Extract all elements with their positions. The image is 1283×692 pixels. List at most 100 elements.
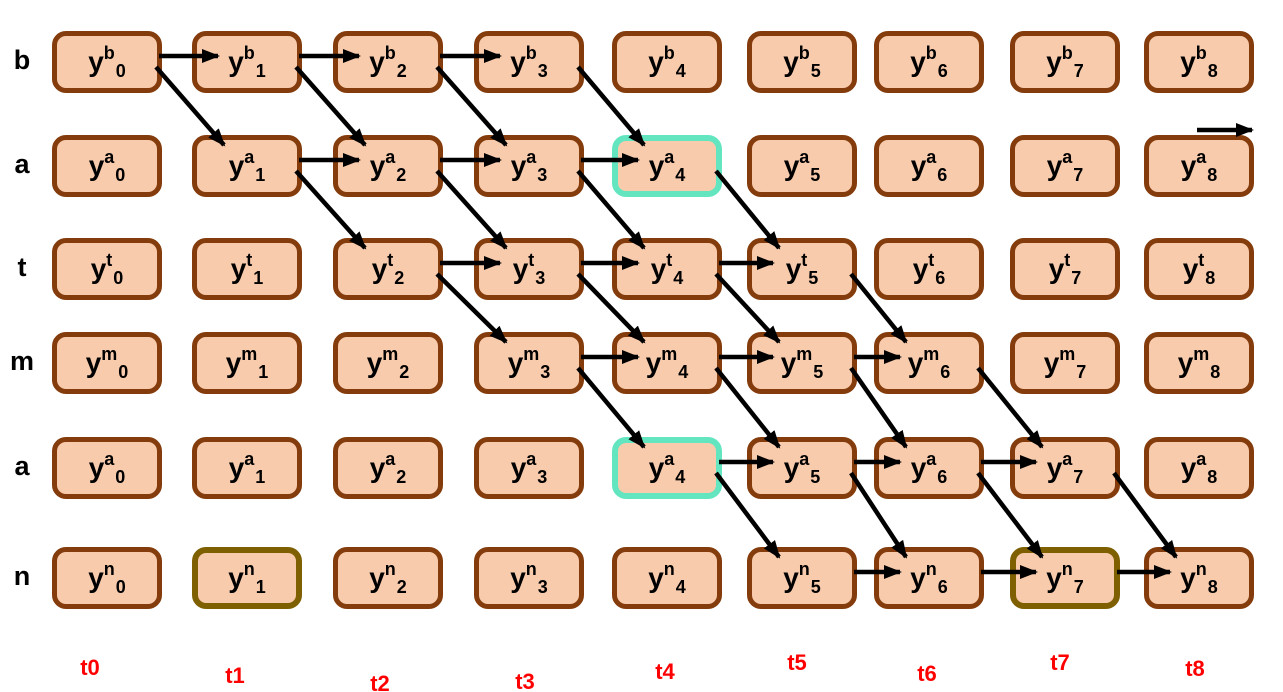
node-subscript: 0	[115, 61, 126, 81]
node-superscript: a	[1196, 449, 1207, 469]
node-base-letter: y	[1046, 562, 1062, 593]
node-superscript: t	[1064, 250, 1071, 270]
node-superscript: a	[385, 449, 396, 469]
node-superscript: t	[666, 250, 673, 270]
node-superscript: a	[526, 147, 537, 167]
row-label-t-2: t	[17, 252, 27, 282]
node-subscript: 7	[1073, 467, 1084, 487]
node-superscript: t	[1198, 250, 1205, 270]
node-superscript: t	[106, 250, 113, 270]
node-subscript: 3	[540, 362, 551, 382]
node-subscript: 7	[1073, 61, 1084, 81]
node-superscript: n	[384, 559, 396, 579]
node-subscript: 0	[115, 577, 126, 597]
node-base-letter: y	[369, 562, 385, 593]
node-superscript: a	[799, 449, 810, 469]
node-subscript: 8	[1205, 268, 1216, 288]
node-superscript: b	[925, 43, 937, 63]
node-superscript: m	[382, 344, 399, 364]
node-superscript: a	[244, 449, 255, 469]
node-base-letter: y	[230, 253, 247, 284]
node-base-letter: y	[88, 150, 105, 181]
node-base-letter: y	[912, 253, 929, 284]
node-subscript: 4	[675, 165, 686, 185]
node-subscript: 8	[1207, 165, 1218, 185]
time-label-t8: t8	[1185, 656, 1205, 681]
node-base-letter: y	[507, 347, 524, 378]
time-label-t3: t3	[515, 669, 535, 692]
node-base-letter: y	[369, 150, 386, 181]
node-subscript: 0	[115, 467, 126, 487]
node-superscript: t	[387, 250, 394, 270]
node-subscript: 2	[396, 577, 407, 597]
node-base-letter: y	[510, 562, 526, 593]
node-base-letter: y	[910, 452, 927, 483]
node-base-letter: y	[650, 253, 667, 284]
time-label-t6: t6	[917, 661, 937, 686]
node-superscript: b	[1195, 43, 1207, 63]
node-base-letter: y	[90, 253, 107, 284]
row-label-a-1: a	[14, 149, 30, 179]
time-label-t2: t2	[370, 671, 390, 692]
node-subscript: 6	[937, 61, 948, 81]
node-base-letter: y	[910, 150, 927, 181]
node-base-letter: y	[85, 347, 102, 378]
node-subscript: 0	[115, 165, 126, 185]
time-label-t4: t4	[655, 659, 675, 684]
node-superscript: n	[1061, 559, 1073, 579]
node-superscript: m	[796, 344, 813, 364]
node-subscript: 2	[396, 61, 407, 81]
node-base-letter: y	[780, 347, 797, 378]
node-superscript: b	[384, 43, 396, 63]
node-subscript: 1	[255, 165, 266, 185]
node-base-letter: y	[783, 562, 799, 593]
node-superscript: a	[1196, 147, 1207, 167]
row-label-b-0: b	[13, 45, 31, 75]
node-subscript: 3	[537, 467, 548, 487]
node-base-letter: y	[371, 253, 388, 284]
node-subscript: 4	[675, 61, 686, 81]
node-base-letter: y	[1048, 253, 1065, 284]
node-subscript: 4	[675, 467, 686, 487]
node-superscript: a	[104, 449, 115, 469]
node-superscript: n	[103, 559, 115, 579]
node-base-letter: y	[910, 562, 926, 593]
node-subscript: 7	[1073, 577, 1084, 597]
node-base-letter: y	[512, 253, 529, 284]
node-superscript: n	[243, 559, 255, 579]
node-base-letter: y	[1046, 150, 1063, 181]
node-subscript: 6	[935, 268, 946, 288]
node-base-letter: y	[510, 452, 527, 483]
node-superscript: b	[525, 43, 537, 63]
node-subscript: 6	[937, 577, 948, 597]
